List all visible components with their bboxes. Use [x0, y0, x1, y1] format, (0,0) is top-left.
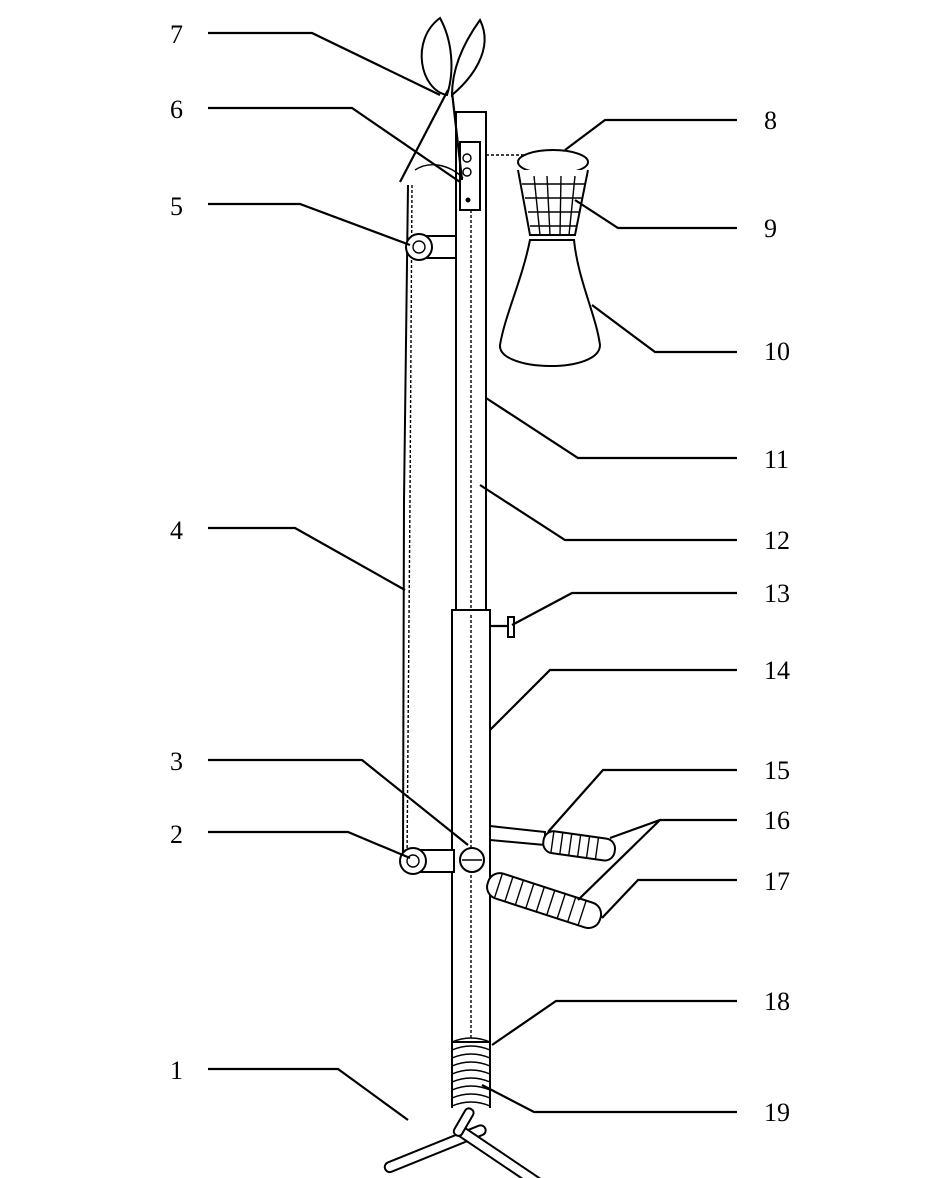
part-labels: 7 6 5 4 3 2 1 8 9 10 11 12 13 14 15 16 1… — [170, 20, 790, 1127]
label-13: 13 — [764, 579, 790, 608]
label-14: 14 — [764, 656, 790, 685]
label-2: 2 — [170, 820, 183, 849]
base-spring — [451, 1037, 491, 1108]
trigger-handle — [489, 824, 617, 862]
label-9: 9 — [764, 214, 777, 243]
label-16: 16 — [764, 806, 790, 835]
label-15: 15 — [764, 756, 790, 785]
cord — [402, 184, 413, 861]
locking-knob — [490, 616, 515, 638]
lower-pulley — [399, 847, 455, 875]
label-7: 7 — [170, 20, 183, 49]
label-3: 3 — [170, 747, 183, 776]
label-4: 4 — [170, 516, 183, 545]
label-5: 5 — [170, 192, 183, 221]
tripod-legs — [383, 1107, 550, 1178]
upper-pulley — [405, 233, 457, 261]
label-19: 19 — [764, 1098, 790, 1127]
label-18: 18 — [764, 987, 790, 1016]
hand-wheel — [459, 847, 485, 873]
label-10: 10 — [764, 337, 790, 366]
label-12: 12 — [764, 526, 790, 555]
leader-lines — [208, 31, 737, 1121]
shear-blades — [399, 16, 486, 183]
label-1: 1 — [170, 1056, 183, 1085]
top-bracket — [459, 141, 481, 211]
label-6: 6 — [170, 95, 183, 124]
label-8: 8 — [764, 106, 777, 135]
label-11: 11 — [764, 445, 789, 474]
label-17: 17 — [764, 867, 790, 896]
lower-pole — [451, 609, 491, 1043]
collection-basket — [486, 149, 602, 367]
side-grip — [486, 872, 603, 930]
